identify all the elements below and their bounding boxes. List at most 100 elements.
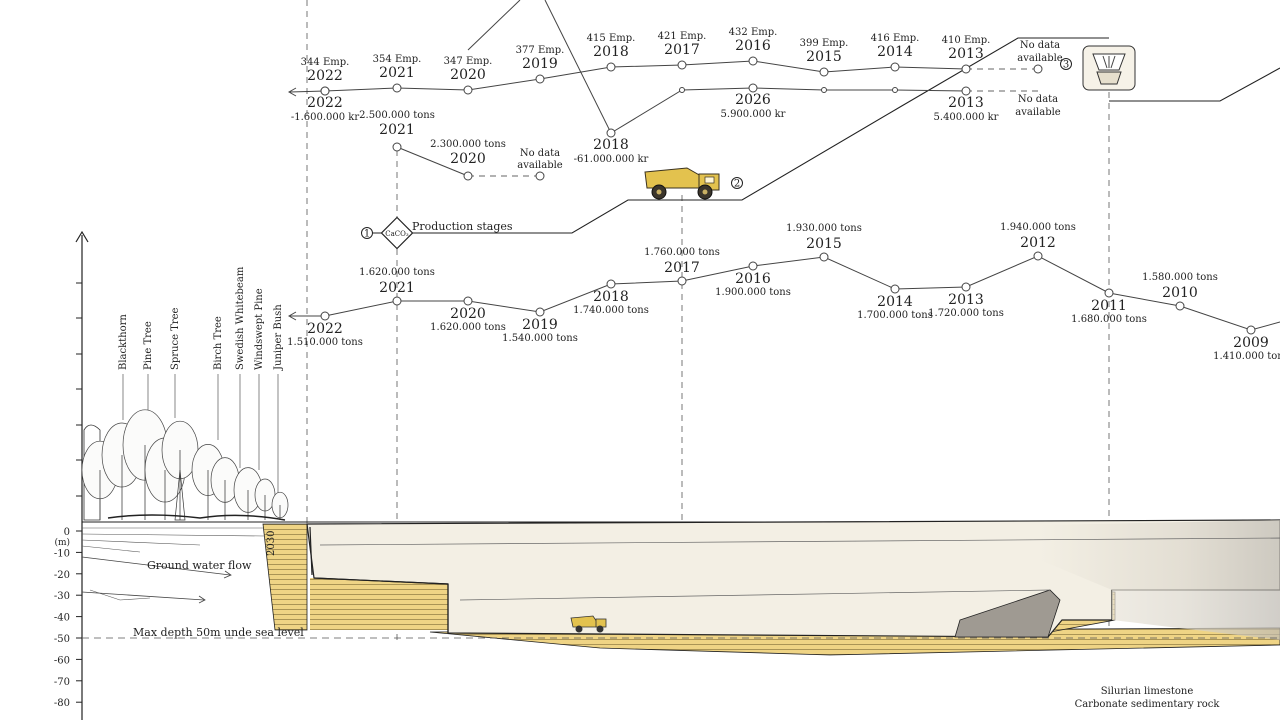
tonnage-value: 1.620.000 tons bbox=[430, 322, 506, 333]
depth-tick: -50 bbox=[54, 634, 70, 645]
no-data-label: available bbox=[517, 160, 563, 171]
depth-tick: -30 bbox=[54, 591, 70, 602]
crusher-plant-icon bbox=[1083, 46, 1135, 90]
rock-subtype-label: Carbonate sedimentary rock bbox=[1075, 699, 1221, 710]
finance-year: 2026 bbox=[735, 92, 771, 108]
tonnage-year: 2009 bbox=[1233, 335, 1269, 351]
tonnage-value: 1.900.000 tons bbox=[715, 287, 791, 298]
employee-count: 347 Emp. bbox=[444, 56, 493, 67]
extraction-value: 2.500.000 tons bbox=[359, 110, 435, 121]
employee-count: 410 Emp. bbox=[942, 35, 991, 46]
tonnage-point bbox=[1105, 289, 1113, 297]
finance-value: -61.000.000 kr bbox=[574, 154, 649, 165]
depth-tick: -40 bbox=[54, 613, 70, 624]
stage-3-number: 3 bbox=[1063, 60, 1069, 71]
tonnage-value: 1.740.000 tons bbox=[573, 305, 649, 316]
tonnage-value: 1.940.000 tons bbox=[1000, 222, 1076, 233]
tonnage-value: 1.410.000 tons bbox=[1213, 351, 1280, 362]
tonnage-point bbox=[749, 262, 757, 270]
no-data-label: No data bbox=[1018, 94, 1058, 105]
employee-point bbox=[393, 84, 401, 92]
tonnage-point bbox=[1247, 326, 1255, 334]
tonnage-point bbox=[321, 312, 329, 320]
tonnage-point bbox=[891, 285, 899, 293]
tonnage-year: 2011 bbox=[1091, 298, 1127, 314]
finance-value: -1.600.000 kr bbox=[291, 112, 360, 123]
employee-year: 2013 bbox=[948, 46, 984, 62]
finance-value: 5.900.000 kr bbox=[721, 109, 786, 120]
rock-type-label: Silurian limestone bbox=[1101, 686, 1194, 697]
depth-tick: -60 bbox=[54, 655, 70, 666]
quarry-cross-section: Max depth 50m unde sea level Ground wate… bbox=[82, 520, 1280, 710]
tonnage-year: 2018 bbox=[593, 289, 629, 305]
dump-truck-icon bbox=[645, 168, 719, 199]
employee-point bbox=[536, 75, 544, 83]
finance-year: 2013 bbox=[948, 95, 984, 111]
employee-point bbox=[962, 65, 970, 73]
finance-point bbox=[321, 87, 329, 95]
tonnage-year: 2010 bbox=[1162, 285, 1198, 301]
employee-point bbox=[678, 61, 686, 69]
extraction-year: 2021 bbox=[379, 122, 415, 138]
tonnage-point bbox=[962, 283, 970, 291]
tree-label: Juniper Bush bbox=[273, 304, 284, 371]
tonnage-year: 2021 bbox=[379, 280, 415, 296]
employee-count: 432 Emp. bbox=[729, 27, 778, 38]
no-data-label: available bbox=[1017, 53, 1063, 64]
depth-tick: -20 bbox=[54, 570, 70, 581]
tonnage-value: 1.580.000 tons bbox=[1142, 272, 1218, 283]
stage-2-number: 2 bbox=[734, 179, 740, 190]
depth-tick: 0 bbox=[64, 527, 70, 538]
tree-label: Pine Tree bbox=[143, 321, 154, 370]
tonnage-value: 1.720.000 tons bbox=[928, 308, 1004, 319]
employee-count: 415 Emp. bbox=[587, 33, 636, 44]
tonnage-point bbox=[820, 253, 828, 261]
employee-point bbox=[607, 63, 615, 71]
employee-count: 416 Emp. bbox=[871, 33, 920, 44]
tonnage-value: 1.510.000 tons bbox=[287, 337, 363, 348]
employee-year: 2017 bbox=[664, 42, 700, 58]
employee-year: 2020 bbox=[450, 67, 486, 83]
no-data-label: No data bbox=[520, 148, 560, 159]
employee-count: 354 Emp. bbox=[373, 54, 422, 65]
tonnage-point bbox=[1034, 252, 1042, 260]
tonnage-value: 1.680.000 tons bbox=[1071, 314, 1147, 325]
tonnage-year: 2015 bbox=[806, 236, 842, 252]
tonnage-year: 2016 bbox=[735, 271, 771, 287]
max-depth-label: Max depth 50m unde sea level bbox=[133, 626, 304, 639]
extraction-value: 2.300.000 tons bbox=[430, 139, 506, 150]
depth-tick: -80 bbox=[54, 698, 70, 709]
no-data-label: available bbox=[1015, 107, 1061, 118]
employee-count: 377 Emp. bbox=[516, 45, 565, 56]
tonnage-point bbox=[536, 308, 544, 316]
tree-label: Blackthorn bbox=[118, 314, 129, 370]
year-2030-label: 2030 bbox=[266, 531, 277, 556]
employee-count: 344 Emp. bbox=[301, 57, 350, 68]
finance-value: 5.400.000 kr bbox=[934, 112, 999, 123]
tonnage-value: 1.760.000 tons bbox=[644, 247, 720, 258]
tree-label: Swedish Whitebeam bbox=[235, 266, 246, 370]
tonnage-year: 2012 bbox=[1020, 235, 1056, 251]
employee-point bbox=[820, 68, 828, 76]
employee-year: 2016 bbox=[735, 38, 771, 54]
extraction-year: 2020 bbox=[450, 151, 486, 167]
tonnage-year: 2017 bbox=[664, 260, 700, 276]
production-stages-label: Production stages bbox=[412, 220, 513, 233]
tonnage-value: 1.700.000 tons bbox=[857, 310, 933, 321]
depth-tick: -10 bbox=[54, 548, 70, 559]
tonnage-point bbox=[1176, 302, 1184, 310]
employee-year: 2019 bbox=[522, 56, 558, 72]
tonnage-year: 2020 bbox=[450, 306, 486, 322]
finance-point bbox=[962, 87, 970, 95]
employee-point bbox=[749, 57, 757, 65]
tree-label: Birch Tree bbox=[213, 316, 224, 370]
employee-year: 2014 bbox=[877, 44, 913, 60]
tonnage-year: 2013 bbox=[948, 292, 984, 308]
mineral-label: CaCO₃ bbox=[385, 230, 409, 238]
tonnage-value: 1.930.000 tons bbox=[786, 223, 862, 234]
